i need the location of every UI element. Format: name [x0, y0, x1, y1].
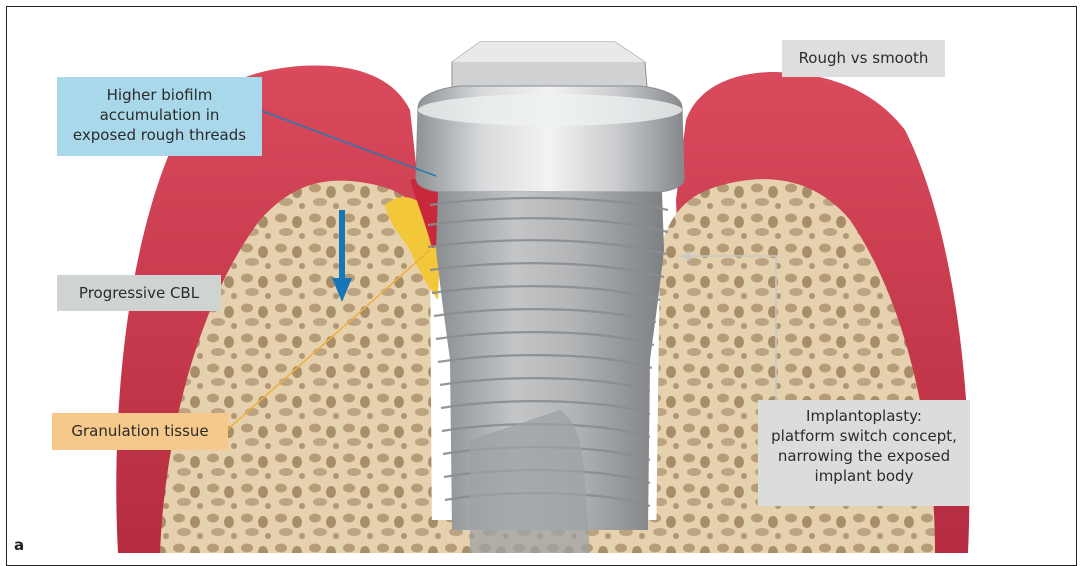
implantoplasty-label-line-2: platform switch concept, — [758, 426, 970, 446]
implantoplasty-label-line-3: narrowing the exposed — [758, 446, 970, 466]
biofilm-label-line-3: exposed rough threads — [57, 125, 262, 145]
progressive-cbl-label: Progressive CBL — [57, 275, 221, 311]
biofilm-label-line-2: accumulation in — [57, 105, 262, 125]
granulation-tissue-label: Granulation tissue — [52, 413, 228, 450]
figure-stage: Higher biofilm accumulation in exposed r… — [0, 0, 1083, 553]
rough-vs-smooth-label: Rough vs smooth — [782, 40, 945, 77]
implantoplasty-label-line-4: implant body — [758, 466, 970, 486]
biofilm-label-line-1: Higher biofilm — [57, 85, 262, 105]
panel-letter: a — [14, 536, 24, 554]
implantoplasty-label-line-1: Implantoplasty: — [758, 406, 970, 426]
biofilm-label: Higher biofilm accumulation in exposed r… — [57, 77, 262, 156]
implantoplasty-label: Implantoplasty: platform switch concept,… — [758, 400, 970, 506]
